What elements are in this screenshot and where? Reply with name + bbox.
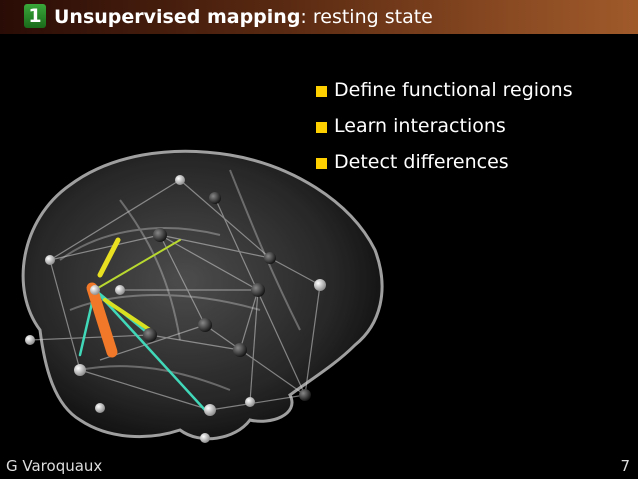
page-number: 7 bbox=[620, 457, 630, 475]
bullet-square-icon bbox=[316, 158, 327, 169]
slide-header: 1 Unsupervised mapping: resting state bbox=[0, 0, 638, 34]
bullet-item: Detect differences bbox=[316, 148, 573, 184]
slide-title-rest: : resting state bbox=[300, 6, 433, 28]
bullet-list: Define functional regions Learn interact… bbox=[316, 76, 573, 184]
slide-title-bold: Unsupervised mapping bbox=[54, 6, 301, 28]
slide-title: Unsupervised mapping: resting state bbox=[54, 4, 433, 30]
bullet-item: Learn interactions bbox=[316, 112, 573, 148]
footer-author: G Varoquaux bbox=[6, 457, 103, 475]
section-number-badge: 1 bbox=[24, 4, 46, 28]
bullet-item: Define functional regions bbox=[316, 76, 573, 112]
brain-connectivity-image bbox=[21, 149, 384, 443]
bullet-square-icon bbox=[316, 86, 327, 97]
bullet-square-icon bbox=[316, 122, 327, 133]
